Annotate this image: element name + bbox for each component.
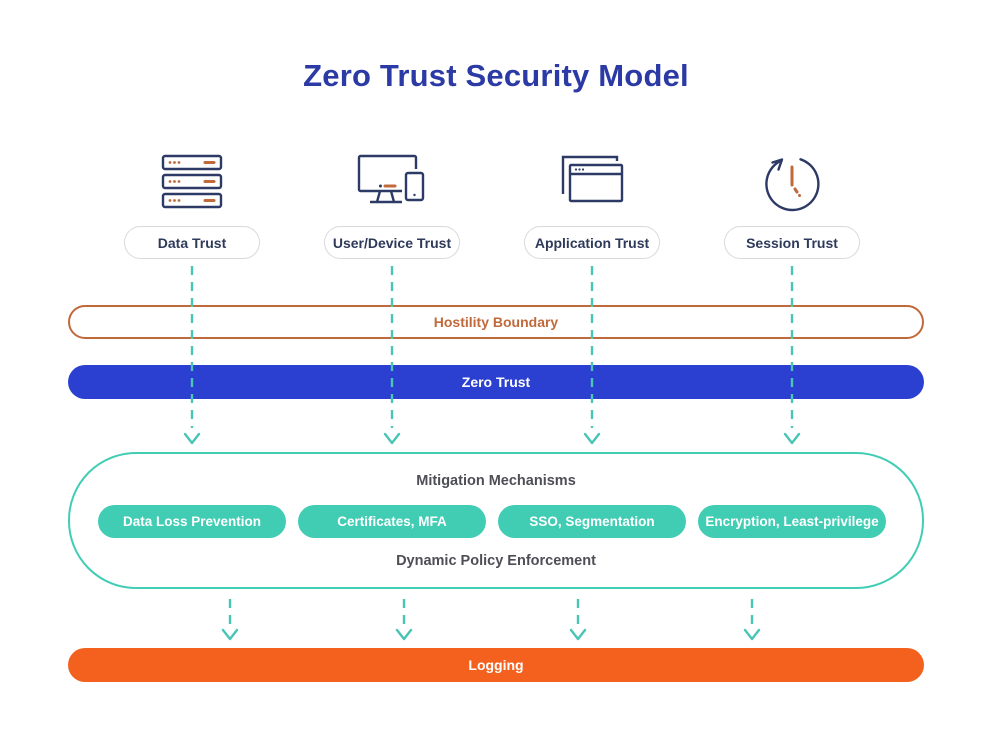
mitigation-title: Mitigation Mechanisms <box>416 473 576 489</box>
logging-flow-arrow-1 <box>221 599 239 641</box>
arrow-down-icon <box>383 432 401 445</box>
arrow-down-icon <box>569 628 587 641</box>
mechanism-pill-encryption: Encryption, Least-privilege <box>698 505 886 538</box>
trust-pill-session: Session Trust <box>724 226 860 259</box>
session-clock-refresh-icon <box>765 158 820 212</box>
page-title: Zero Trust Security Model <box>303 58 689 93</box>
arrow-down-icon <box>743 628 761 641</box>
logging-bar: Logging <box>68 648 924 682</box>
server-led-dots <box>168 161 216 202</box>
arrow-down-icon <box>395 628 413 641</box>
browser-windows-icon <box>561 155 625 204</box>
clock-hands <box>790 165 799 194</box>
arrow-down-icon <box>583 432 601 445</box>
logging-flow-arrow-2 <box>395 599 413 641</box>
zero-trust-bar: Zero Trust <box>68 365 924 399</box>
refresh-arrowhead <box>771 158 784 171</box>
dynamic-policy-enforcement-label: Dynamic Policy Enforcement <box>396 553 596 569</box>
server-stack-icon <box>161 154 223 209</box>
trust-pill-user-device: User/Device Trust <box>324 226 460 259</box>
trust-flow-arrow-session <box>783 266 801 445</box>
trust-flow-arrow-data <box>183 266 201 445</box>
trust-pill-data: Data Trust <box>124 226 260 259</box>
logging-flow-arrow-3 <box>569 599 587 641</box>
arrow-down-icon <box>783 432 801 445</box>
arrow-down-icon <box>221 628 239 641</box>
arrow-down-icon <box>183 432 201 445</box>
hostility-boundary-bar: Hostility Boundary <box>68 305 924 339</box>
mechanism-pill-dlp: Data Loss Prevention <box>98 505 286 538</box>
trust-flow-arrow-user-device <box>383 266 401 445</box>
mechanism-pill-sso-segmentation: SSO, Segmentation <box>498 505 686 538</box>
mechanism-pill-certificates-mfa: Certificates, MFA <box>298 505 486 538</box>
trust-flow-arrow-application <box>583 266 601 445</box>
trust-pill-application: Application Trust <box>524 226 660 259</box>
desktop-mobile-icon <box>357 154 427 204</box>
logging-flow-arrow-4 <box>743 599 761 641</box>
